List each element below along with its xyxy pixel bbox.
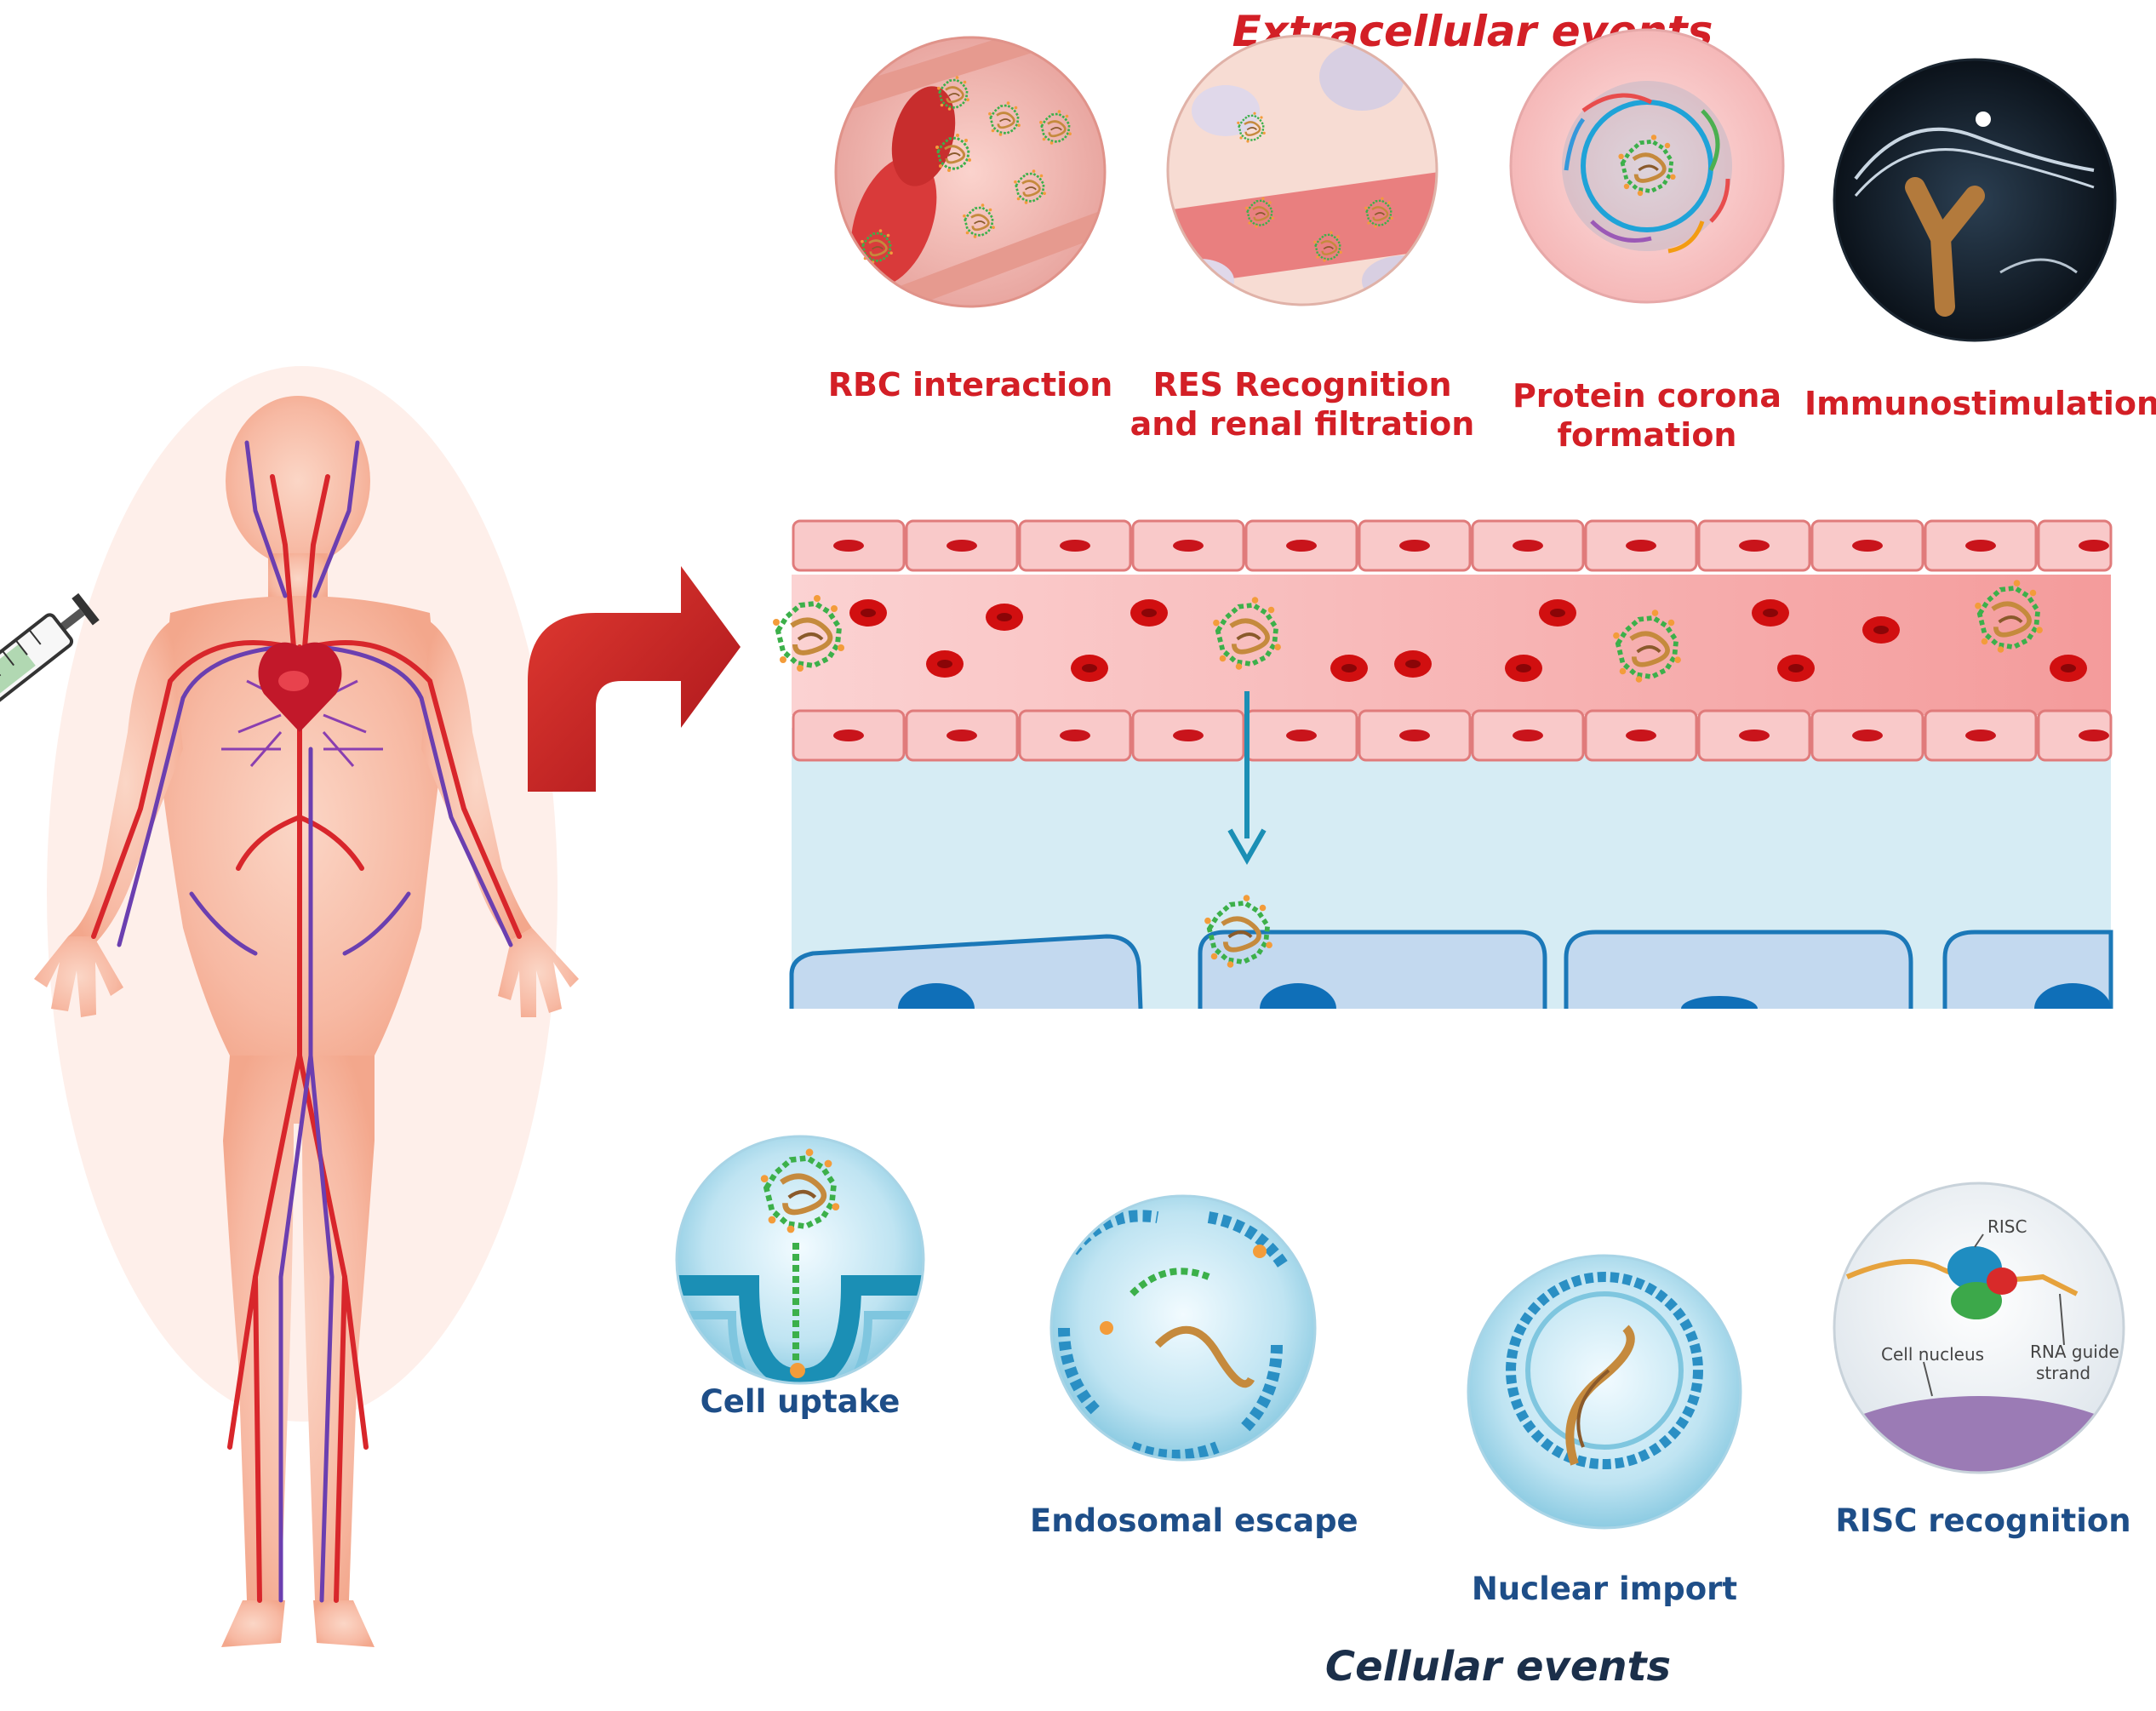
inset-rbc-interaction: [834, 36, 1107, 308]
inset-protein-corona: [1509, 28, 1785, 304]
endothelial-nucleus: [2079, 540, 2109, 552]
syringe-icon: [0, 592, 100, 706]
red-blood-cell-icon: [2050, 655, 2087, 682]
blood-vessel-section: [773, 519, 2113, 1019]
down-arrow-icon: [1227, 691, 1267, 866]
label-cell-uptake: Cell uptake: [700, 1383, 901, 1420]
endothelial-nucleus: [1513, 730, 1543, 741]
red-blood-cell-icon: [1862, 616, 1900, 644]
endothelial-nucleus: [2079, 730, 2109, 741]
red-blood-cell-icon: [1130, 599, 1168, 627]
label-nuclear-import: Nuclear import: [1471, 1571, 1738, 1607]
red-blood-cell-icon: [1330, 655, 1368, 682]
red-blood-cell-icon: [1777, 655, 1815, 682]
inset-res-recognition: [1166, 34, 1438, 306]
label-rbc-interaction: RBC interaction: [827, 366, 1113, 403]
label-immunostimulation: Immunostimulation: [1804, 385, 2156, 422]
human-body-circulation-icon: [34, 366, 579, 1647]
inset-cell-uptake: [675, 1135, 925, 1385]
endothelial-cell: [2037, 709, 2113, 762]
label-endosomal-escape: Endosomal escape: [1030, 1502, 1358, 1539]
endothelial-nucleus: [946, 730, 977, 741]
red-blood-cell-icon: [1752, 599, 1789, 627]
endothelial-nucleus: [1965, 540, 1996, 552]
endothelial-nucleus: [1060, 730, 1090, 741]
label-protein-corona: Protein corona formation: [1512, 377, 1782, 454]
endothelial-nucleus: [1739, 540, 1770, 552]
endothelial-nucleus: [946, 540, 977, 552]
inset-nuclear-import: [1467, 1254, 1742, 1530]
label-res-recognition: RES Recognition and renal filtration: [1129, 366, 1475, 443]
risc-inset-label: RISC: [1987, 1216, 2027, 1237]
guide-strand-label-2: strand: [2036, 1363, 2090, 1383]
red-blood-cell-icon: [1071, 655, 1108, 682]
endothelial-nucleus: [1060, 540, 1090, 552]
red-blood-cell-icon: [1539, 599, 1576, 627]
endothelial-nucleus: [833, 540, 864, 552]
red-blood-cell-icon: [1394, 650, 1432, 678]
red-blood-cell-icon: [986, 604, 1023, 631]
red-blood-cell-icon: [1505, 655, 1542, 682]
endothelial-nucleus: [1173, 730, 1204, 741]
endothelial-nucleus: [1626, 730, 1656, 741]
endothelial-nucleus: [1965, 730, 1996, 741]
label-risc-recognition: RISC recognition: [1835, 1502, 2131, 1539]
nucleus-inset-label: Cell nucleus: [1881, 1344, 1984, 1365]
endothelial-nucleus: [1852, 730, 1883, 741]
endothelial-nucleus: [1286, 730, 1317, 741]
endothelial-nucleus: [1286, 540, 1317, 552]
inset-endosomal-escape: [1049, 1194, 1317, 1462]
endothelial-nucleus: [1399, 730, 1430, 741]
endothelial-nucleus: [1399, 540, 1430, 552]
endothelial-cell: [2037, 519, 2113, 572]
endothelial-nucleus: [1739, 730, 1770, 741]
endothelial-nucleus: [1852, 540, 1883, 552]
endothelial-nucleus: [1513, 540, 1543, 552]
curved-arrow-icon: [528, 566, 741, 792]
inset-immunostimulation: [1833, 58, 2117, 342]
endothelial-nucleus: [1626, 540, 1656, 552]
endothelial-nucleus: [833, 730, 864, 741]
guide-strand-label-1: RNA guide: [2030, 1342, 2119, 1362]
red-blood-cell-icon: [926, 650, 964, 678]
red-blood-cell-icon: [849, 599, 887, 627]
endothelial-nucleus: [1173, 540, 1204, 552]
cellular-events-heading: Cellular events: [1324, 1643, 1672, 1691]
